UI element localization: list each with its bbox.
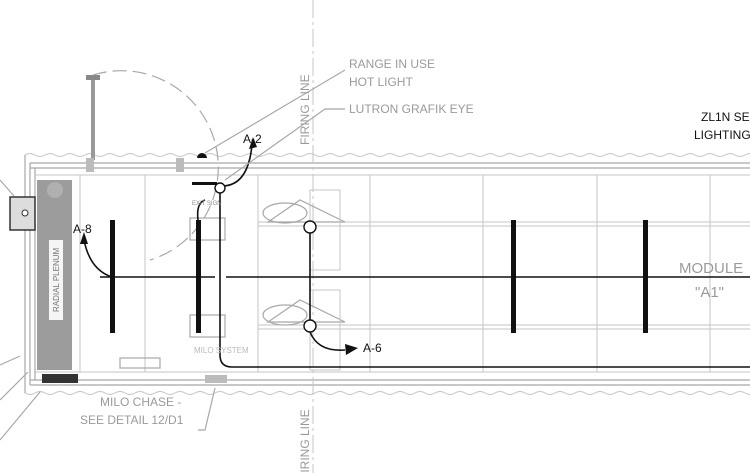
a2-label: A-2	[243, 132, 262, 146]
junction-box	[303, 220, 317, 234]
a6-label: A-6	[363, 341, 382, 355]
radial-plenum-label: RADIAL PLENUM	[52, 248, 61, 313]
door	[86, 70, 219, 261]
firing-line-label-bottom: FIRING LINE	[298, 409, 312, 473]
hot-light-label: HOT LIGHT	[349, 75, 413, 89]
exit-sign-label: EXIT SIGN	[192, 201, 222, 207]
leader-lines	[197, 69, 346, 431]
junction-box	[303, 319, 317, 333]
milo-system-label: MILO SYSTEM	[194, 346, 249, 355]
module-id-label: "A1"	[695, 284, 724, 301]
zl1n-label: ZL1N SE	[701, 110, 750, 124]
lutron-label: LUTRON GRAFIK EYE	[349, 102, 474, 116]
a8-label: A-8	[73, 222, 92, 236]
wall-device	[0, 179, 41, 441]
circuit-wiring	[80, 137, 750, 368]
see-detail-label: SEE DETAIL 12/D1	[80, 413, 184, 427]
module-label: MODULE	[679, 260, 743, 277]
lighting-label: LIGHTING	[694, 128, 750, 142]
range-in-use-label: RANGE IN USE	[349, 57, 435, 71]
milo-chase-label: MILO CHASE -	[100, 395, 181, 409]
firing-line: FIRING LINE FIRING LINE	[298, 0, 314, 473]
firing-line-label-top: FIRING LINE	[298, 74, 312, 145]
outer-wall	[24, 153, 750, 395]
radial-plenum: RADIAL PLENUM	[37, 180, 78, 383]
